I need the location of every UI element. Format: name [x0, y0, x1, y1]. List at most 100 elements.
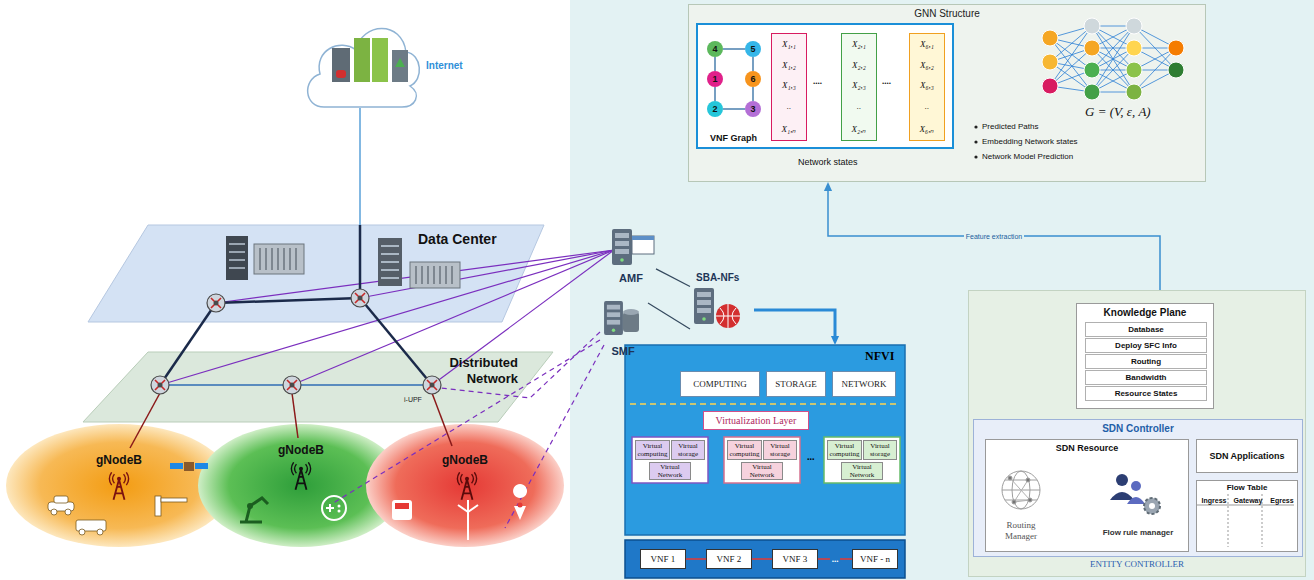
- backbone-link: [359, 225, 362, 290]
- right-panel: [570, 0, 1314, 580]
- plane-outline: [83, 352, 553, 422]
- routing-manager-icon: [1028, 498, 1032, 502]
- graph-vertex: 2: [707, 101, 723, 117]
- text-holder: Flow rule manager: [1090, 528, 1186, 537]
- node-text: ..: [857, 101, 862, 111]
- node-text: Network states: [798, 157, 858, 167]
- arrowhead: [824, 182, 832, 191]
- router-icon: [423, 376, 441, 394]
- backbone-link: [160, 303, 216, 385]
- connector-line: [828, 188, 1160, 290]
- node-text: gNodeB: [365, 453, 565, 467]
- datacenter-equipment: [229, 244, 245, 268]
- connector-line: [714, 87, 716, 101]
- node-text: Virtualization Layer: [716, 415, 797, 426]
- label-holder: ....: [882, 76, 891, 86]
- label-holder: i-UPF: [404, 396, 422, 403]
- datacenter-equipment: [378, 238, 402, 286]
- connector: [715, 87, 716, 101]
- connector: [824, 182, 1160, 290]
- neural-network-links: [1050, 26, 1092, 92]
- connector-line: [723, 108, 745, 110]
- amf-link: [160, 250, 614, 385]
- satellite-icon: [195, 463, 208, 469]
- vnf-band: [625, 540, 905, 578]
- annotation: ....: [813, 76, 822, 86]
- table-row: Deploy SFC Info: [1085, 338, 1207, 353]
- cloud-servers: [354, 38, 370, 82]
- access-link: [130, 393, 452, 448]
- routing-manager-icon: [1012, 471, 1030, 509]
- connector: [752, 559, 772, 560]
- text-holder: Egress: [1265, 497, 1299, 504]
- neural-network-links: [1092, 26, 1134, 92]
- industry-icons: [240, 496, 346, 522]
- neural-network-neurons: [1084, 40, 1100, 56]
- arrowhead: [831, 336, 839, 345]
- text-holder: AMF: [606, 272, 656, 284]
- label-holder: ...: [807, 451, 815, 462]
- industry-icons: [322, 496, 346, 520]
- cloud-servers: [392, 50, 408, 82]
- node-text: NFVI: [865, 349, 894, 364]
- routing-manager-icon: [1010, 478, 1030, 502]
- node-text: X₁,ₙ: [782, 122, 797, 135]
- network-function: AMF: [606, 225, 656, 287]
- node-text: COMPUTING: [693, 379, 747, 389]
- text-holder: GNN Structure: [689, 8, 1205, 19]
- city-icons: [518, 503, 523, 508]
- cloud-servers: [395, 58, 405, 67]
- neural-network-links: [1134, 26, 1176, 92]
- network-function: SBA-NFs: [690, 272, 754, 334]
- label-holder: Predicted Paths: [982, 122, 1038, 131]
- datacenter-equipment: [226, 236, 248, 280]
- table-row: Resource States: [1085, 386, 1207, 401]
- vehicle-icons: [54, 496, 68, 503]
- node-text: X₂,₂: [852, 60, 866, 70]
- datacenter-equipment: [416, 266, 452, 284]
- node-text: SDN Controller: [974, 423, 1302, 434]
- smf-link: [441, 332, 600, 398]
- tower-icon: [291, 462, 310, 490]
- node-text: Virtual computing: [728, 442, 761, 458]
- routing-manager-icon: [1026, 478, 1030, 482]
- node-text: Virtual storage: [764, 442, 796, 458]
- neural-network-neurons: [1126, 84, 1142, 100]
- backbone-link: [216, 298, 360, 303]
- vehicle-icons: [79, 529, 85, 535]
- city-icons: [458, 500, 478, 512]
- distributed-link: [160, 384, 432, 386]
- node-text: Egress: [1265, 497, 1299, 504]
- industry-icons: [326, 504, 334, 512]
- node-text: X₁,₂: [782, 60, 796, 70]
- node-text: X₂,ₙ: [852, 122, 867, 135]
- neural-network-neurons: [1168, 62, 1184, 78]
- tower-icon: [109, 472, 128, 500]
- node-text: 4: [712, 44, 717, 54]
- node-text: 2: [712, 104, 717, 114]
- node-text: Virtual Network: [842, 463, 882, 479]
- virtual-resource-box: Virtual computing: [635, 440, 670, 460]
- node-outline: [300, 10, 422, 108]
- network-function-icons: [632, 236, 654, 254]
- bullet-dot: [974, 140, 977, 143]
- virtual-resource-box: Virtual computing: [827, 440, 862, 460]
- node-text: X₂,₃: [852, 80, 866, 90]
- network-function-icons: [716, 304, 740, 328]
- connector: [723, 49, 745, 50]
- connector-line: [686, 558, 706, 560]
- node-text: VNF 2: [717, 554, 742, 564]
- routing-manager-icon: [1002, 471, 1040, 509]
- annotation: ...: [807, 451, 815, 462]
- vehicle-icons: [48, 496, 187, 535]
- vehicle-icons: [65, 509, 71, 515]
- routing-manager-icon: [1002, 471, 1040, 509]
- routing-manager-icon: [1002, 480, 1040, 500]
- routing-manager-icon: [1012, 500, 1016, 504]
- node-text: Flow rule manager: [1090, 528, 1186, 537]
- connector-line: [752, 558, 772, 560]
- neural-network-neurons: [1126, 62, 1142, 78]
- node-text: Virtual Network: [742, 463, 782, 479]
